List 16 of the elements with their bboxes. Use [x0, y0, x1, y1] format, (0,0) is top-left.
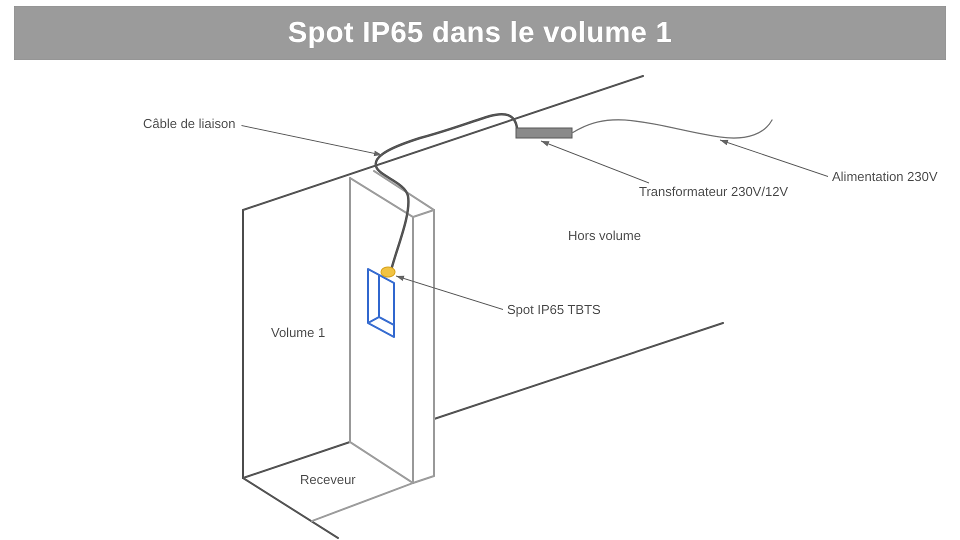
callout-text: Alimentation 230V	[832, 169, 938, 184]
leader-line	[720, 140, 828, 177]
transformer-block	[516, 128, 572, 138]
callout-text: Câble de liaison	[143, 116, 236, 131]
zone-label: Volume 1	[271, 325, 326, 340]
title-banner: Spot IP65 dans le volume 1	[14, 6, 946, 60]
leader-line	[241, 125, 382, 156]
leader-line	[396, 276, 504, 310]
callout-text: Spot IP65 TBTS	[507, 302, 601, 317]
zone-label: Hors volume	[568, 228, 641, 243]
cable-line	[374, 112, 518, 268]
spotlight-icon	[380, 266, 396, 278]
callout-text: Transformateur 230V/12V	[639, 184, 788, 199]
leader-line	[540, 140, 650, 184]
supply-cable-line	[571, 119, 773, 139]
zone-label: Receveur	[300, 472, 356, 487]
